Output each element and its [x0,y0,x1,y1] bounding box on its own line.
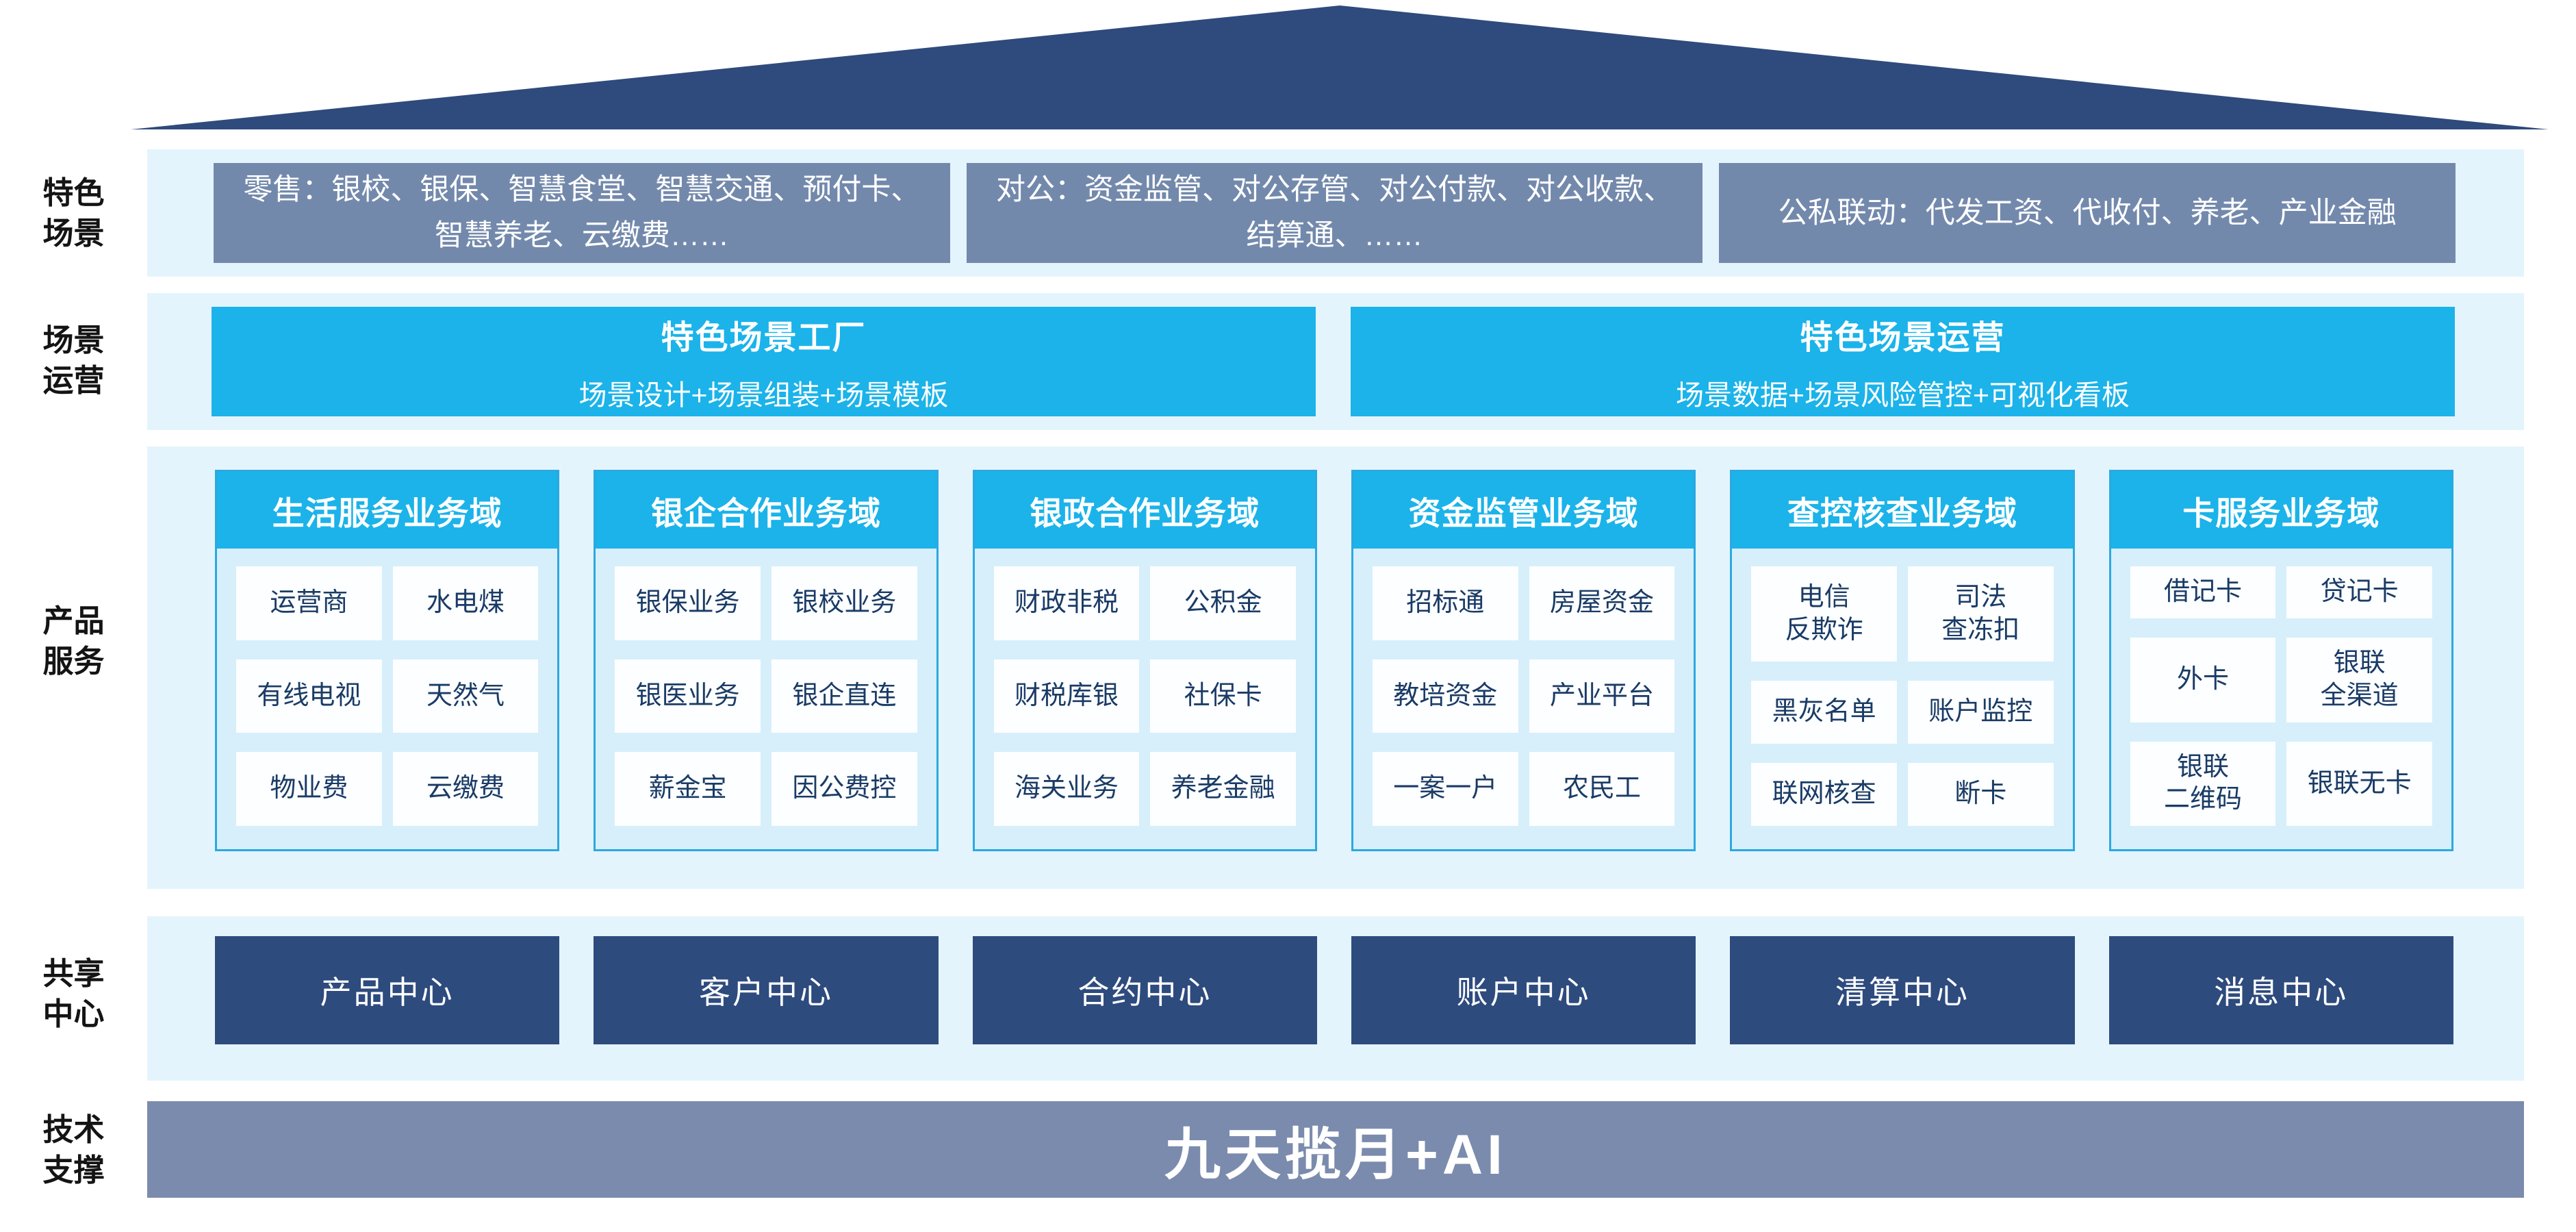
product-cell: 司法 查冻扣 [1907,566,2054,662]
product-cell: 房屋资金 [1529,566,1675,640]
column-header: 银政合作业务域 [974,472,1315,549]
product-cell: 财税库银 [993,659,1140,733]
row-label-line: 场景 [42,216,105,251]
product-cell: 电信 反欺诈 [1751,566,1897,662]
product-cell: 断卡 [1907,763,2054,826]
row-label-line: 运营 [42,363,105,399]
product-cell: 借记卡 [2130,566,2276,618]
product-cell: 薪金宝 [615,752,761,826]
product-cell: 养老金融 [1150,752,1296,826]
product-cell: 银联无卡 [2286,741,2432,826]
product-column-card-services: 卡服务业务域 借记卡 贷记卡 外卡 银联 全渠道 银联 二维码 银联无卡 [2108,470,2453,851]
row-label-line: 产品 [42,603,105,638]
scene-box-corporate: 对公：资金监管、对公存管、对公付款、对公收款、结算通、…… [966,163,1703,263]
column-body: 银保业务 银校业务 银医业务 银企直连 薪金宝 因公费控 [596,549,936,849]
product-column-inquiry-verification: 查控核查业务域 电信 反欺诈 司法 查冻扣 黑灰名单 账户监控 联网核查 断卡 [1730,470,2075,851]
column-body: 财政非税 公积金 财税库银 社保卡 海关业务 养老金融 [975,549,1315,849]
row-label-line: 共享 [42,956,105,991]
scene-factory-subtitle: 场景设计+场景组装+场景模板 [578,379,949,411]
scenes-band: 零售：银校、银保、智慧食堂、智慧交通、预付卡、智慧养老、云缴费…… 对公：资金监… [147,149,2524,277]
column-body: 招标通 房屋资金 教培资金 产业平台 一案一户 农民工 [1353,549,1694,849]
column-body: 电信 反欺诈 司法 查冻扣 黑灰名单 账户监控 联网核查 断卡 [1732,549,2072,849]
product-cell: 农民工 [1529,752,1675,826]
product-cell: 水电煤 [392,566,539,640]
product-cell: 银企直连 [771,659,917,733]
center-box-contract: 合约中心 [972,936,1317,1044]
scene-operation-subtitle: 场景数据+场景风险管控+可视化看板 [1676,379,2130,411]
product-cell: 银联 全渠道 [2286,638,2432,722]
row-label-line: 中心 [42,996,105,1032]
center-box-account: 账户中心 [1351,936,1696,1044]
row-label-line: 支撑 [42,1153,105,1188]
column-header: 卡服务业务域 [2110,472,2451,549]
product-column-bank-government: 银政合作业务域 财政非税 公积金 财税库银 社保卡 海关业务 养老金融 [972,470,1317,851]
row-label-line: 特色 [42,175,105,210]
product-cell: 银医业务 [615,659,761,733]
product-cell: 银联 二维码 [2130,741,2276,826]
scene-factory-box: 特色场景工厂 场景设计+场景组装+场景模板 [212,307,1316,416]
product-cell: 黑灰名单 [1751,681,1897,744]
center-box-customer: 客户中心 [594,936,939,1044]
products-band: 生活服务业务域 运营商 水电煤 有线电视 天然气 物业费 云缴费 银企合作业务域… [147,447,2524,889]
product-cell: 天然气 [392,659,539,733]
column-header: 查控核查业务域 [1732,472,2073,549]
product-cell: 外卡 [2130,638,2276,722]
product-cell: 产业平台 [1529,659,1675,733]
product-cell: 物业费 [236,752,382,826]
row-label-share-centers: 共享 中心 [0,953,147,1035]
tech-support-bar: 九天揽月+AI [147,1101,2524,1198]
product-cell: 联网核查 [1751,763,1897,826]
scene-operation-box: 特色场景运营 场景数据+场景风险管控+可视化看板 [1351,307,2455,416]
scene-factory-title: 特色场景工厂 [661,320,867,356]
column-header: 银企合作业务域 [596,472,936,549]
row-label-tech-support: 技术 支撑 [0,1109,147,1191]
row-label-line: 服务 [42,644,105,679]
scene-box-public-private: 公私联动：代发工资、代收付、养老、产业金融 [1719,163,2456,263]
row-label-line: 技术 [42,1112,105,1147]
row-label-scenes: 特色 场景 [0,173,147,254]
product-cell: 因公费控 [771,752,917,826]
operation-band: 特色场景工厂 场景设计+场景组装+场景模板 特色场景运营 场景数据+场景风险管控… [147,293,2524,430]
column-body: 运营商 水电煤 有线电视 天然气 物业费 云缴费 [217,549,557,849]
center-box-message: 消息中心 [2108,936,2453,1044]
product-cell: 运营商 [236,566,382,640]
product-column-fund-supervision: 资金监管业务域 招标通 房屋资金 教培资金 产业平台 一案一户 农民工 [1351,470,1696,851]
row-label-products: 产品 服务 [0,601,147,682]
scene-operation-title: 特色场景运营 [1800,320,2006,356]
row-label-line: 场景 [42,323,105,357]
product-cell: 社保卡 [1150,659,1296,733]
product-cell: 银校业务 [771,566,917,640]
product-cell: 账户监控 [1907,681,2054,744]
product-cell: 公积金 [1150,566,1296,640]
column-header: 生活服务业务域 [217,472,558,549]
column-body: 借记卡 贷记卡 外卡 银联 全渠道 银联 二维码 银联无卡 [2111,549,2451,849]
product-cell: 海关业务 [993,752,1140,826]
product-cell: 有线电视 [236,659,382,733]
product-cell: 财政非税 [993,566,1140,640]
scene-box-retail: 零售：银校、银保、智慧食堂、智慧交通、预付卡、智慧养老、云缴费…… [214,163,950,263]
product-cell: 贷记卡 [2286,566,2432,618]
product-cell: 教培资金 [1372,659,1518,733]
column-header: 资金监管业务域 [1353,472,1694,549]
roof-shape [131,5,2549,129]
product-cell: 一案一户 [1372,752,1518,826]
row-label-operation: 场景 运营 [0,320,147,401]
center-box-clearing: 清算中心 [1730,936,2075,1044]
product-cell: 招标通 [1372,566,1518,640]
share-centers-band: 产品中心 客户中心 合约中心 账户中心 清算中心 消息中心 [147,916,2524,1081]
product-cell: 银保业务 [615,566,761,640]
product-column-bank-enterprise: 银企合作业务域 银保业务 银校业务 银医业务 银企直连 薪金宝 因公费控 [594,470,939,851]
product-column-life-services: 生活服务业务域 运营商 水电煤 有线电视 天然气 物业费 云缴费 [215,470,560,851]
center-box-product: 产品中心 [215,936,560,1044]
product-cell: 云缴费 [392,752,539,826]
